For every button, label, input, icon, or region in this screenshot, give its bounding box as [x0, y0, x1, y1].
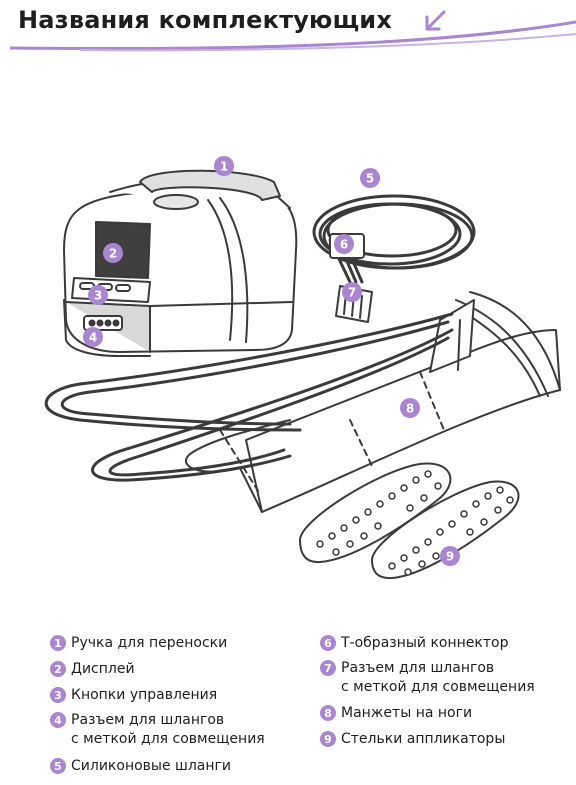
- legend-number: 2: [50, 661, 66, 677]
- svg-text:4: 4: [89, 331, 97, 345]
- callout-7: 7: [342, 282, 362, 302]
- legend-number: 6: [320, 635, 336, 651]
- legend-label: Дисплей: [71, 661, 135, 677]
- svg-text:3: 3: [94, 289, 102, 303]
- svg-text:1: 1: [220, 160, 228, 174]
- callout-markers: 1 2 3 4 5 6 7 8 9: [83, 156, 460, 566]
- leg-cuffs: [44, 291, 561, 513]
- legend-item-4: 4 Разъем для шлангов с меткой для совмещ…: [50, 711, 265, 749]
- legend-number: 4: [50, 712, 66, 728]
- header-swoosh-decoration: [9, 20, 576, 52]
- legend-label: Силиконовые шланги: [71, 758, 231, 774]
- arrow-down-left-icon: [425, 10, 446, 31]
- legend-item-5: 5 Силиконовые шланги: [50, 757, 231, 776]
- callout-9: 9: [440, 546, 460, 566]
- svg-text:8: 8: [406, 402, 414, 416]
- device-unit: [63, 169, 298, 357]
- callout-4: 4: [83, 327, 103, 347]
- legend-number: 3: [50, 687, 66, 703]
- legend-label: Разъем для шлангов с меткой для совмещен…: [71, 712, 265, 747]
- legend-number: 7: [320, 660, 336, 676]
- legend-item-9: 9 Стельки аппликаторы: [320, 730, 505, 749]
- callout-6: 6: [334, 234, 354, 254]
- legend-number: 9: [320, 731, 336, 747]
- legend-item-3: 3 Кнопки управления: [50, 686, 217, 705]
- svg-text:7: 7: [348, 286, 356, 300]
- legend-label: Разъем для шлангов с меткой для совмещен…: [341, 660, 535, 695]
- legend-number: 5: [50, 758, 66, 774]
- callout-3: 3: [88, 285, 108, 305]
- legend-item-2: 2 Дисплей: [50, 660, 135, 679]
- header: Названия комплектующих: [0, 0, 576, 60]
- legend-number: 8: [320, 705, 336, 721]
- svg-text:6: 6: [340, 238, 348, 252]
- legend-item-6: 6 Т-образный коннектор: [320, 634, 508, 653]
- insole-bumps: [316, 470, 514, 576]
- legend-label: Кнопки управления: [71, 687, 218, 703]
- svg-text:9: 9: [446, 550, 454, 564]
- components-illustration: 1 2 3 4 5 6 7 8 9: [44, 156, 561, 580]
- legend-label: Манжеты на ноги: [341, 705, 473, 721]
- legend-item-8: 8 Манжеты на ноги: [320, 704, 472, 723]
- legend-label: Т-образный коннектор: [341, 635, 509, 651]
- callout-1: 1: [214, 156, 234, 176]
- svg-text:2: 2: [109, 247, 117, 261]
- legend-label: Ручка для переноски: [71, 635, 228, 651]
- page-title: Названия комплектующих: [18, 6, 393, 34]
- legend: 1 Ручка для переноски 2 Дисплей 3 Кнопки…: [0, 630, 576, 785]
- callout-2: 2: [103, 243, 123, 263]
- callout-8: 8: [400, 398, 420, 418]
- legend-item-1: 1 Ручка для переноски: [50, 634, 227, 653]
- applicator-insoles: [299, 462, 520, 580]
- legend-number: 1: [50, 635, 66, 651]
- svg-text:5: 5: [366, 172, 374, 186]
- legend-label: Стельки аппликаторы: [341, 731, 506, 747]
- legend-item-7: 7 Разъем для шлангов с меткой для совмещ…: [320, 659, 535, 697]
- callout-5: 5: [360, 168, 380, 188]
